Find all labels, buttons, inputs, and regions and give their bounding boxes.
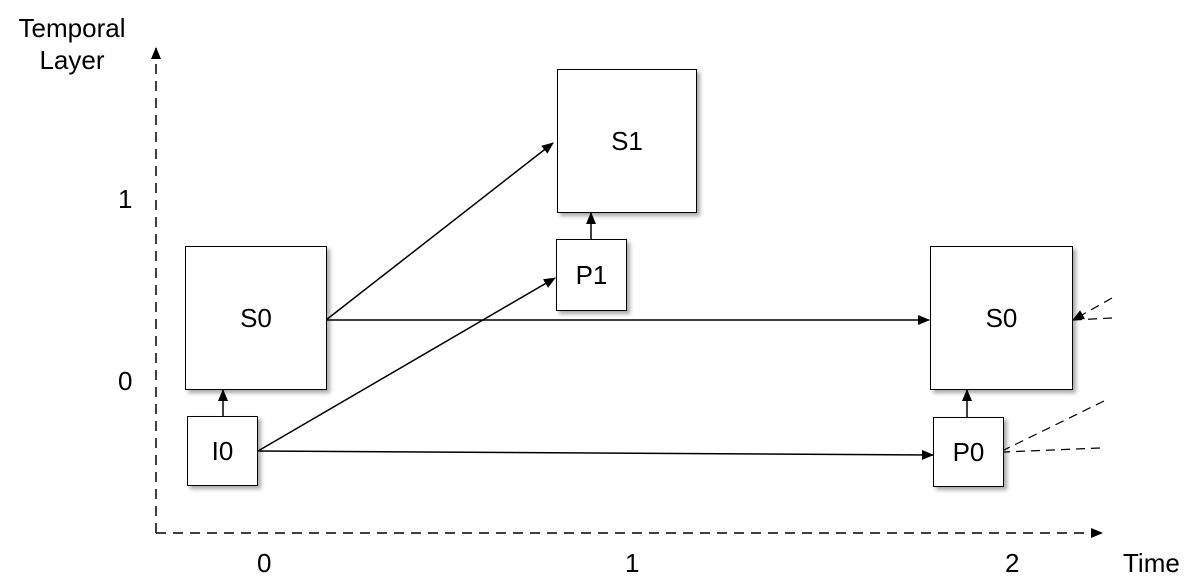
x-tick-0: 0 [257,548,272,578]
arrow-i0-to-p1 [257,277,556,452]
frame-s0-right: S0 [930,246,1073,390]
arrow-s0-to-s1 [325,142,554,321]
y-tick-0: 0 [118,366,133,396]
dashed-arrow-s0-upper [1072,297,1113,321]
dashed-line-p0-lower [1003,447,1101,453]
frame-i0: I0 [187,416,258,486]
arrow-i0-to-p0 [257,449,934,460]
frame-p1: P1 [556,239,627,311]
y-axis-title: Temporal Layer [0,12,147,76]
y-tick-1: 1 [118,184,133,214]
x-tick-1: 1 [625,548,640,578]
dashed-line-p0-upper [1003,400,1105,451]
dashed-line-s0-lower [1072,317,1113,321]
y-axis-title-line2: Layer [39,45,105,75]
frame-s1: S1 [557,69,697,213]
x-tick-2: 2 [1005,548,1020,578]
frame-p0: P0 [933,417,1004,487]
x-axis-title: Time [1123,548,1180,578]
frame-s0-left: S0 [185,246,327,390]
y-axis-title-line1: Temporal [18,13,126,43]
